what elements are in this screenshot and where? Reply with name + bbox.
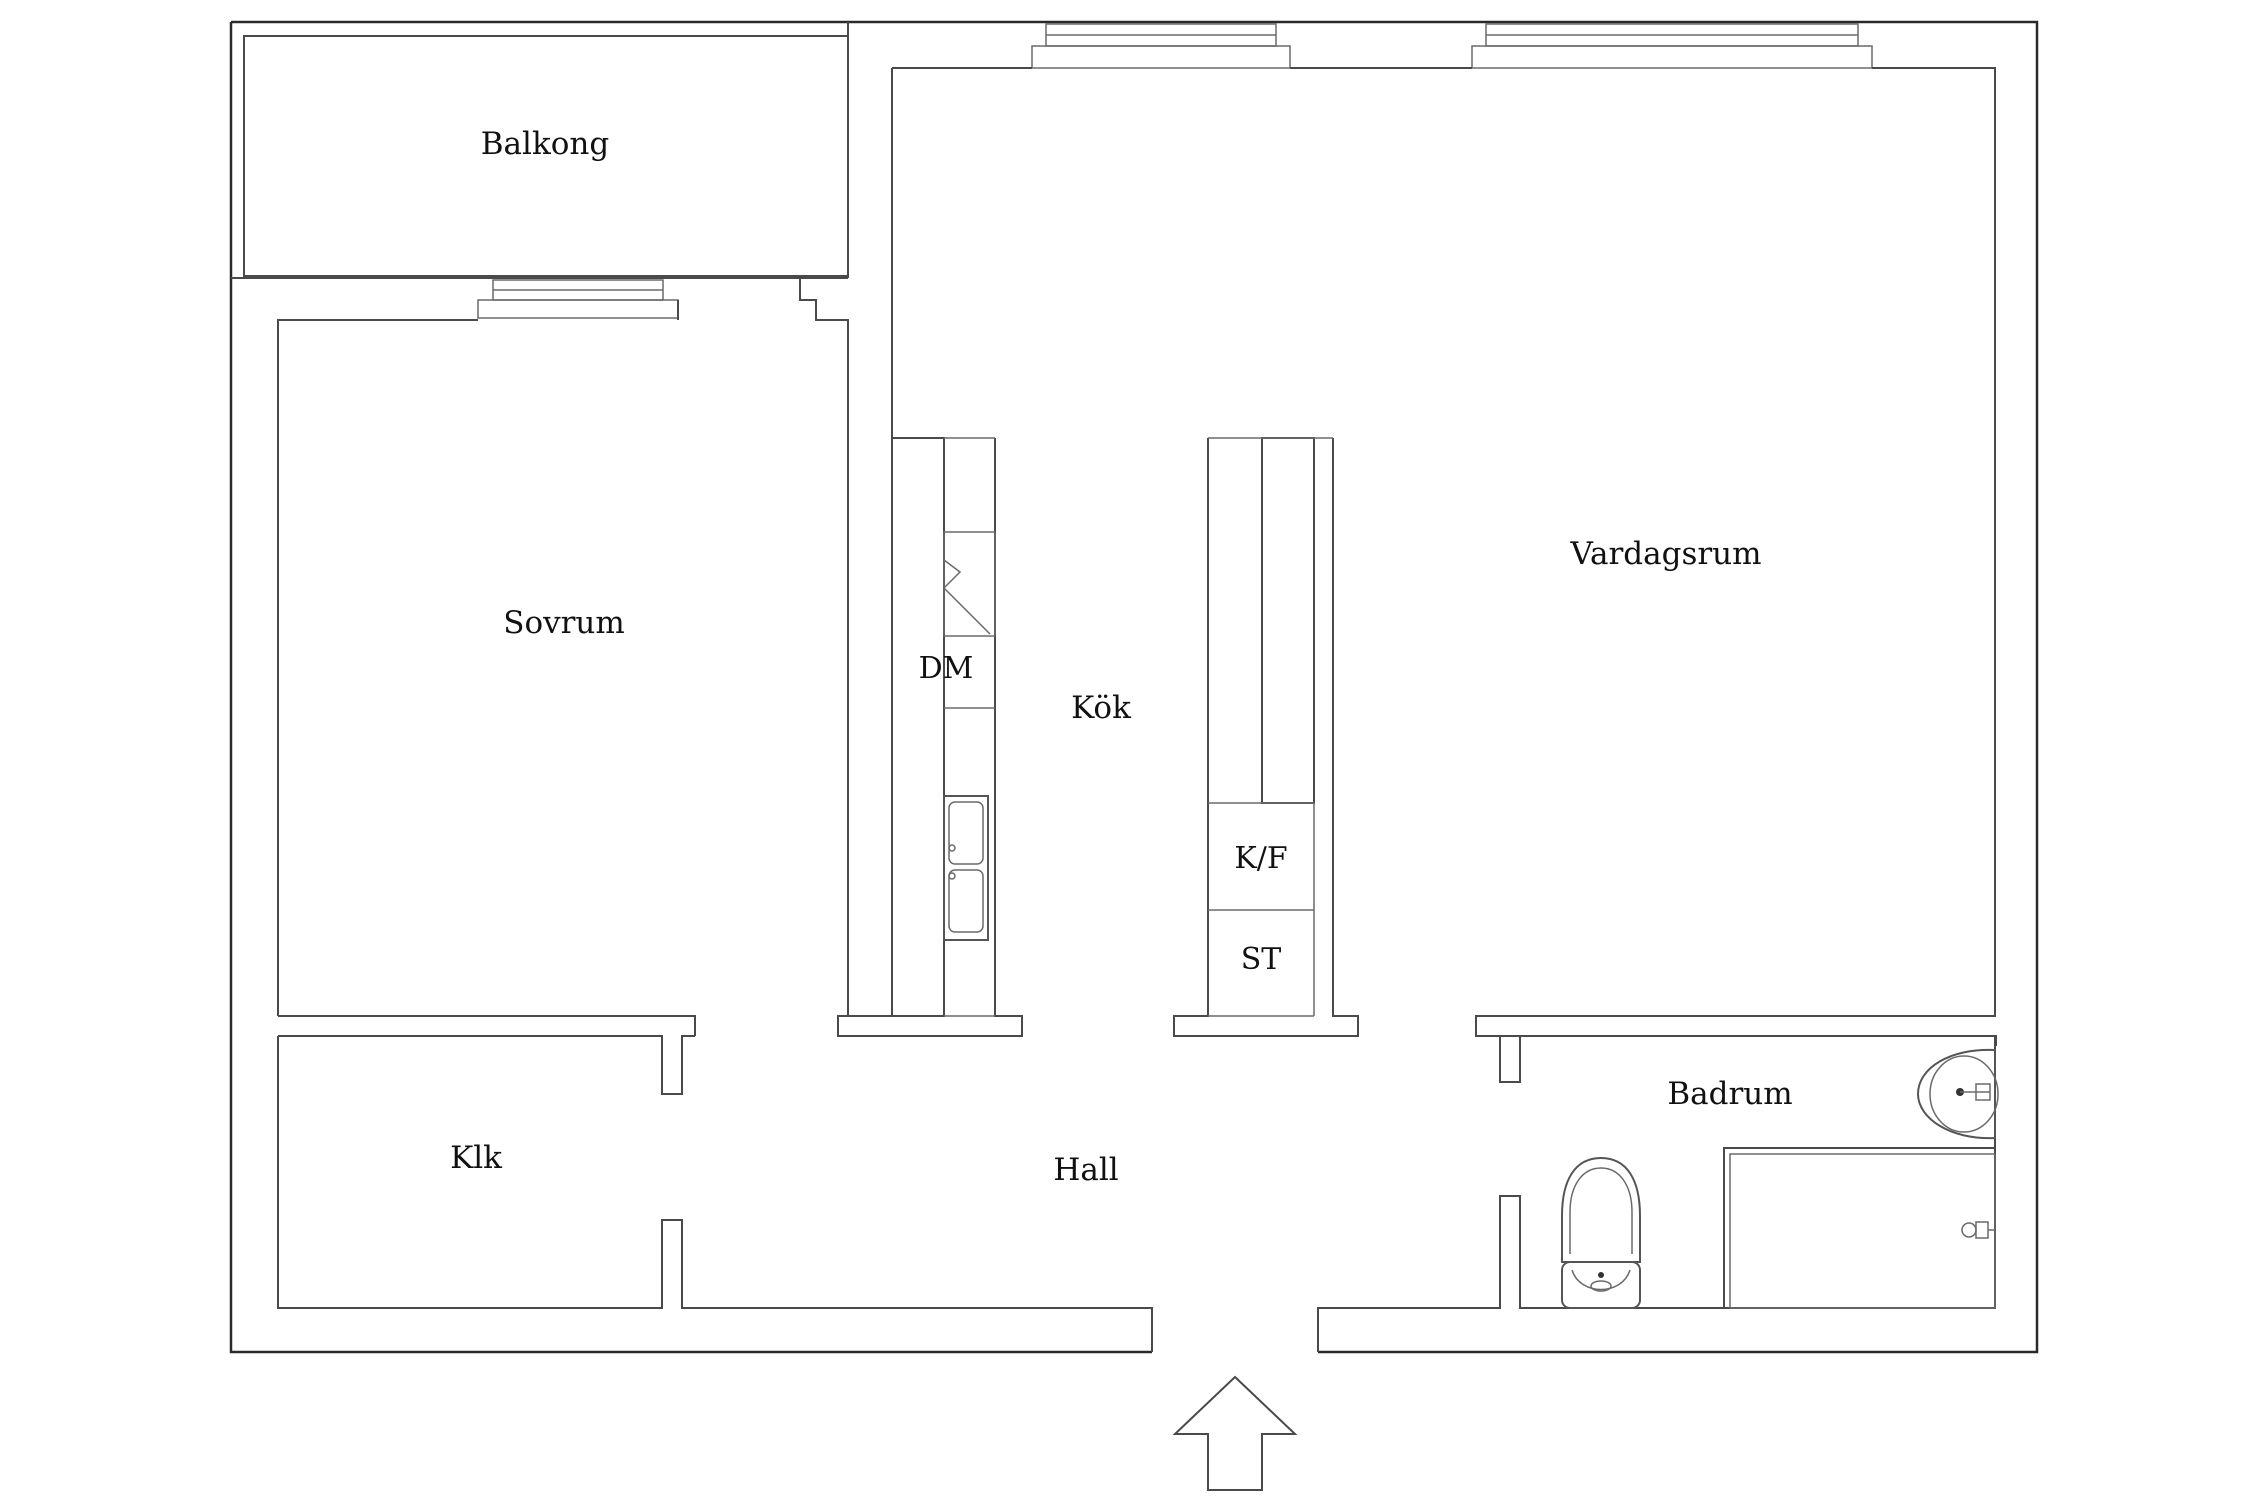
room-label-klk: Klk xyxy=(450,1140,502,1176)
appliance-label-stove: ST xyxy=(1241,942,1282,977)
appliance-label-fridge-freezer: K/F xyxy=(1234,841,1287,876)
toilet xyxy=(1561,1156,1641,1309)
kitchen-sink xyxy=(943,795,989,941)
kitchen-counter-right xyxy=(1208,437,1333,1017)
room-label-vardagsrum: Vardagsrum xyxy=(1569,536,1761,572)
room-label-kok: Kök xyxy=(1071,690,1131,726)
closet-walls xyxy=(277,1035,1153,1352)
bathroom-walls xyxy=(1317,1036,1996,1352)
kitchen-left-wall xyxy=(837,68,1023,1037)
window-right xyxy=(1471,23,1873,69)
room-label-sovrum: Sovrum xyxy=(503,605,625,641)
shower xyxy=(1723,1147,1996,1309)
room-label-badrum: Badrum xyxy=(1667,1076,1792,1112)
room-label-balkong: Balkong xyxy=(481,126,609,162)
room-label-hall: Hall xyxy=(1053,1152,1118,1188)
balcony-door xyxy=(477,279,679,319)
living-room-walls xyxy=(892,67,1997,1046)
entrance-arrow-icon xyxy=(1172,1375,1298,1491)
kitchen-counter-left xyxy=(891,437,996,1017)
washbasin xyxy=(1916,1048,1999,1140)
balcony xyxy=(231,22,849,279)
appliance-label-dishwasher: DM xyxy=(919,651,974,686)
bedroom-walls xyxy=(277,278,849,1036)
outer-walls xyxy=(229,20,2039,1354)
window-left xyxy=(1031,23,1291,69)
